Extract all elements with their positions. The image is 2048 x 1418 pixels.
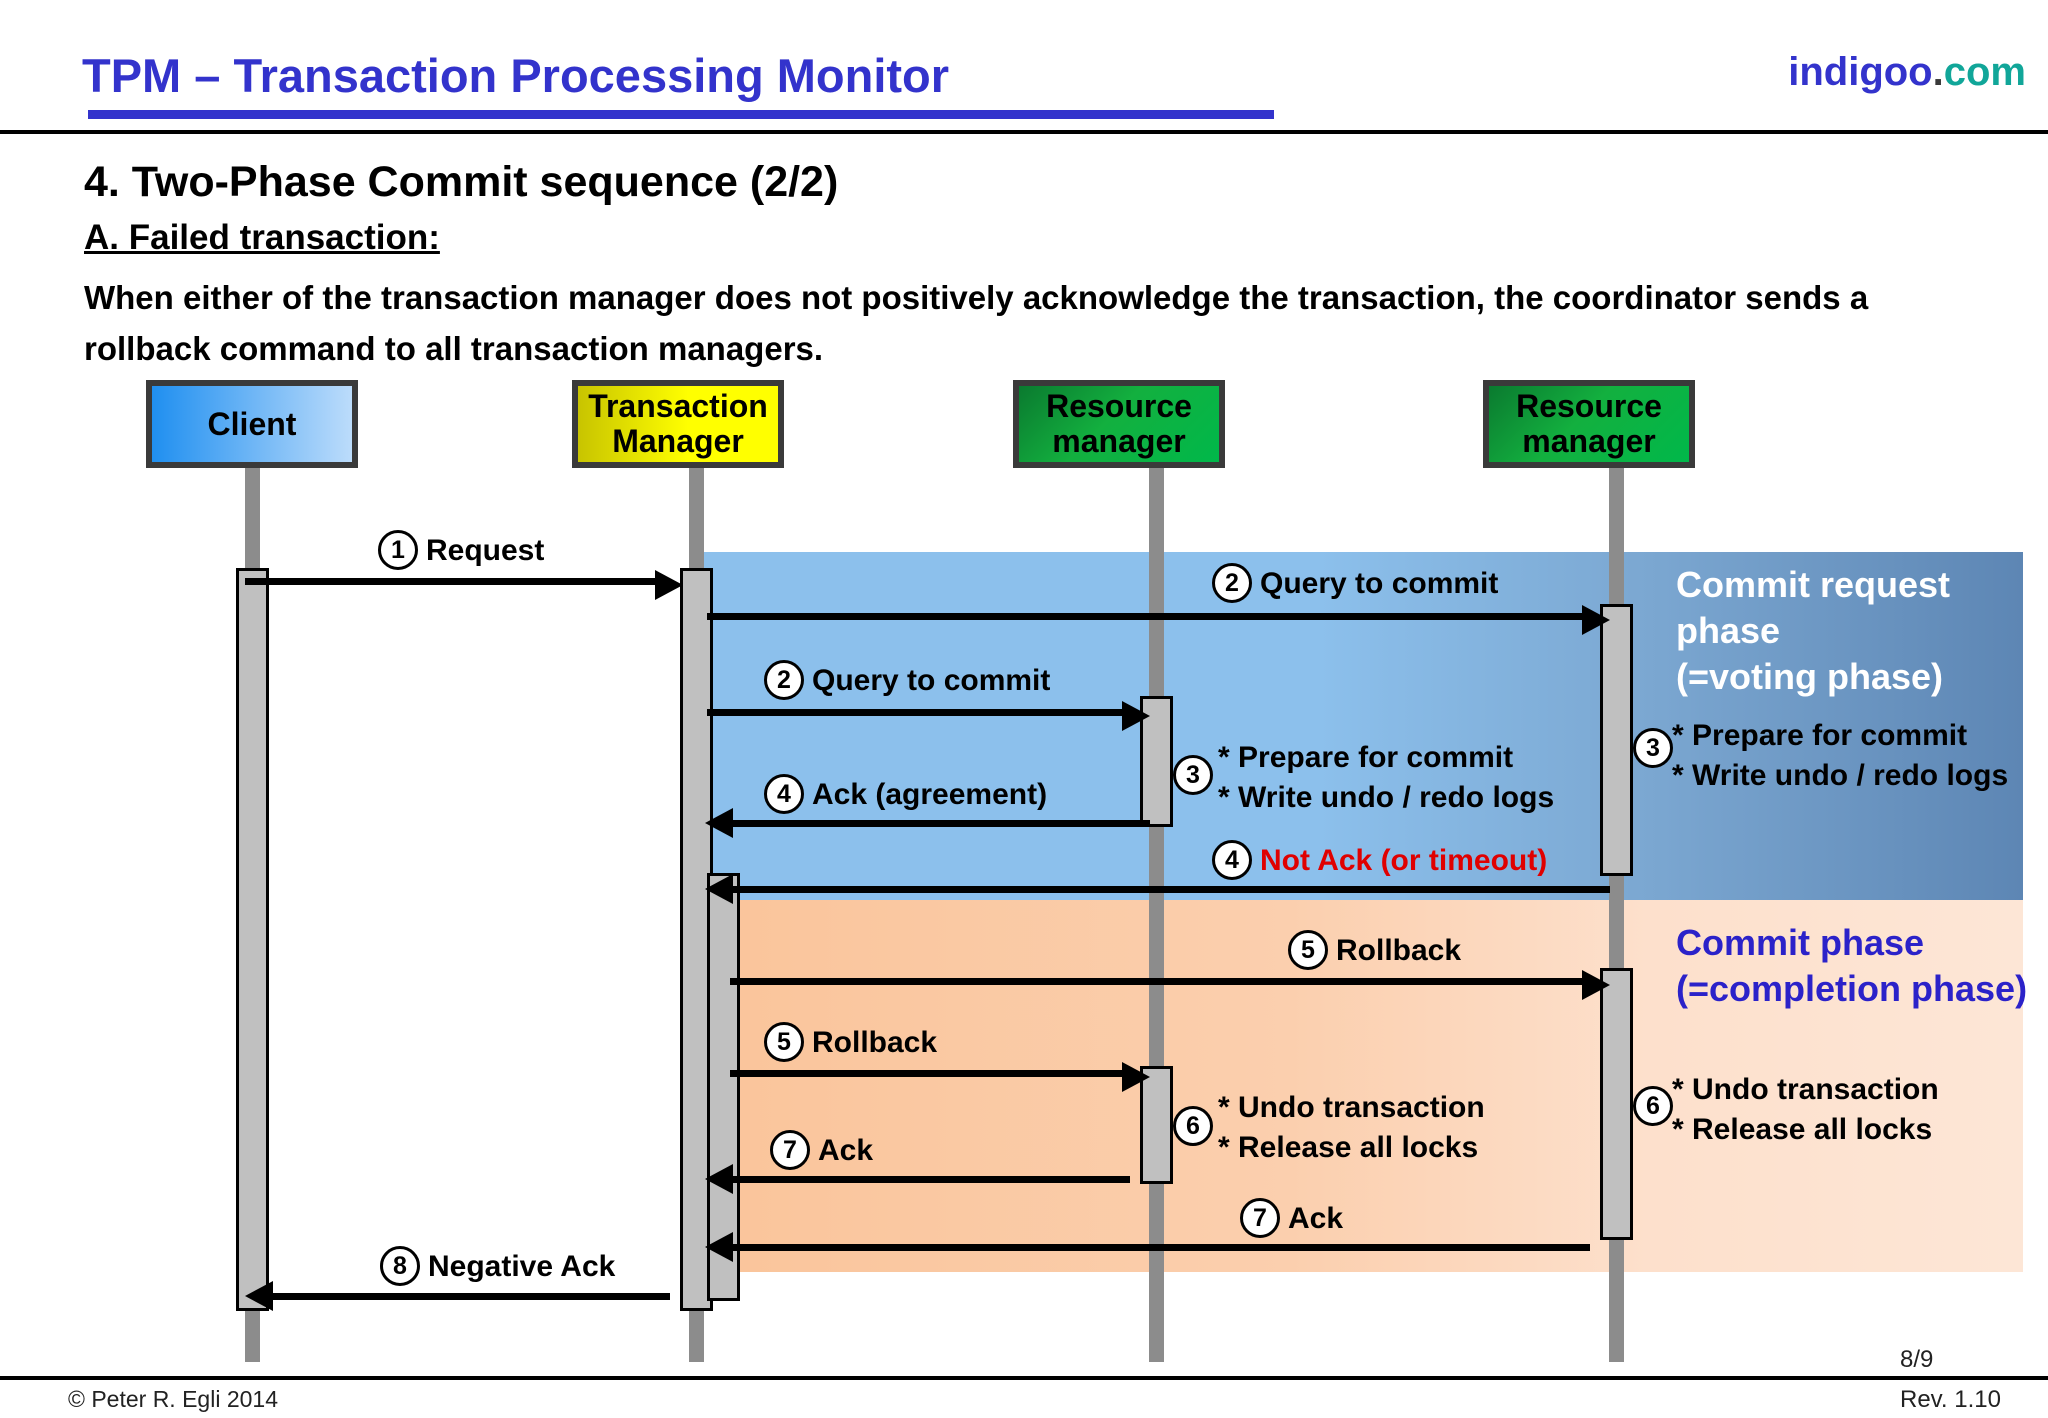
activity-step-prepare-rm2: 3 <box>1633 728 1673 768</box>
section-title: 4. Two-Phase Commit sequence (2/2) <box>84 158 839 206</box>
activation-rm2-undo <box>1600 968 1633 1240</box>
phase-caption-commit: Commit phase (=completion phase) <box>1676 922 2028 1009</box>
message-arrow-rollback-rm2 <box>1582 970 1610 1000</box>
message-label-rollback-rm1: Rollback <box>812 1026 938 1059</box>
phase-caption-commit-request: Commit request phase (=voting phase) <box>1676 564 1951 697</box>
message-line-ack-agreement <box>730 820 1150 827</box>
message-line-request <box>245 578 660 585</box>
participant-label-resource-manager-1: Resource manager <box>1046 388 1192 459</box>
message-arrow-ack-agreement <box>705 808 733 838</box>
message-step-rollback-rm2: 5 <box>1288 930 1328 970</box>
message-arrow-not-ack <box>705 874 733 904</box>
message-label-rollback-rm2: Rollback <box>1336 934 1462 967</box>
message-line-negative-ack <box>270 1293 670 1300</box>
message-label-negative-ack: Negative Ack <box>428 1250 616 1283</box>
message-arrow-rollback-rm1 <box>1122 1062 1150 1092</box>
page-number: 8/9 <box>1900 1346 1934 1373</box>
message-line-ack-rm2 <box>730 1244 1590 1251</box>
activation-client <box>236 568 269 1311</box>
phase-band-commit <box>690 900 2023 1272</box>
lifeline-rm1 <box>1149 462 1164 1362</box>
participant-box-resource-manager-1[interactable]: Resource manager <box>1013 380 1225 468</box>
participant-label-client: Client <box>207 405 297 442</box>
participant-label-resource-manager-2: Resource manager <box>1516 388 1662 459</box>
activation-rm1-prepare <box>1140 696 1173 827</box>
message-arrow-ack-rm1 <box>705 1164 733 1194</box>
message-label-ack-rm1: Ack <box>818 1134 874 1167</box>
message-arrow-negative-ack <box>245 1281 273 1311</box>
message-step-query-commit-rm2: 2 <box>1212 563 1252 603</box>
message-arrow-request <box>655 570 683 600</box>
message-line-ack-rm1 <box>730 1176 1130 1183</box>
message-line-rollback-rm2 <box>730 978 1590 985</box>
header-divider <box>0 130 2048 134</box>
message-line-query-commit-rm1 <box>707 709 1127 716</box>
activity-step-prepare-rm1: 3 <box>1173 755 1213 795</box>
message-label-ack-agreement: Ack (agreement) <box>812 778 1048 811</box>
message-arrow-query-commit-rm1 <box>1122 701 1150 731</box>
subsection-title: A. Failed transaction: <box>84 218 440 257</box>
intro-paragraph: When either of the transaction manager d… <box>84 279 1869 367</box>
message-line-query-commit-rm2 <box>707 613 1587 620</box>
message-arrow-query-commit-rm2 <box>1582 605 1610 635</box>
activity-step-undo-rm1: 6 <box>1173 1106 1213 1146</box>
brand-tld: com <box>1943 50 2026 94</box>
slide-header: TPM – Transaction Processing Monitor ind… <box>0 0 2048 134</box>
message-step-query-commit-rm1: 2 <box>764 660 804 700</box>
revision-label: Rev. 1.10 <box>1900 1386 2001 1413</box>
message-label-ack-rm2: Ack <box>1288 1202 1344 1235</box>
activation-rm2-prepare <box>1600 604 1633 876</box>
message-label-request: Request <box>426 534 545 567</box>
message-step-negative-ack: 8 <box>380 1246 420 1286</box>
activity-label-undo-rm1: * Undo transaction * Release all locks <box>1218 1091 1485 1164</box>
message-step-ack-rm2: 7 <box>1240 1198 1280 1238</box>
participant-label-transaction-manager: Transaction Manager <box>588 388 768 459</box>
message-step-not-ack: 4 <box>1212 840 1252 880</box>
header-title: TPM – Transaction Processing Monitor <box>82 49 950 102</box>
activation-tm-inner <box>707 873 740 1301</box>
message-label-query-commit-rm2: Query to commit <box>1260 567 1499 600</box>
activity-label-prepare-rm1: * Prepare for commit * Write undo / redo… <box>1218 741 1555 814</box>
activity-label-undo-rm2: * Undo transaction * Release all locks <box>1672 1073 1939 1146</box>
copyright-text: © Peter R. Egli 2014 <box>68 1386 278 1412</box>
message-line-not-ack <box>730 886 1610 893</box>
participant-box-transaction-manager[interactable]: Transaction Manager <box>572 380 784 468</box>
header-title-underline <box>88 110 1274 119</box>
message-arrow-ack-rm2 <box>705 1232 733 1262</box>
brand-name: indigoo <box>1788 50 1933 94</box>
footer-divider <box>0 1376 2048 1380</box>
participant-box-resource-manager-2[interactable]: Resource manager <box>1483 380 1695 468</box>
message-label-query-commit-rm1: Query to commit <box>812 664 1051 697</box>
message-line-rollback-rm1 <box>730 1070 1130 1077</box>
participant-box-client[interactable]: Client <box>146 380 358 468</box>
message-label-not-ack: Not Ack (or timeout) <box>1260 844 1548 877</box>
phase-band-commit-request <box>690 552 2023 900</box>
activity-step-undo-rm2: 6 <box>1633 1086 1673 1126</box>
activity-label-prepare-rm2: * Prepare for commit * Write undo / redo… <box>1672 719 2009 792</box>
message-step-ack-rm1: 7 <box>770 1130 810 1170</box>
brand-logo: indigoo.com <box>1788 50 2026 95</box>
message-step-request: 1 <box>378 530 418 570</box>
message-step-rollback-rm1: 5 <box>764 1022 804 1062</box>
message-step-ack-agreement: 4 <box>764 774 804 814</box>
brand-dot: . <box>1932 50 1944 94</box>
